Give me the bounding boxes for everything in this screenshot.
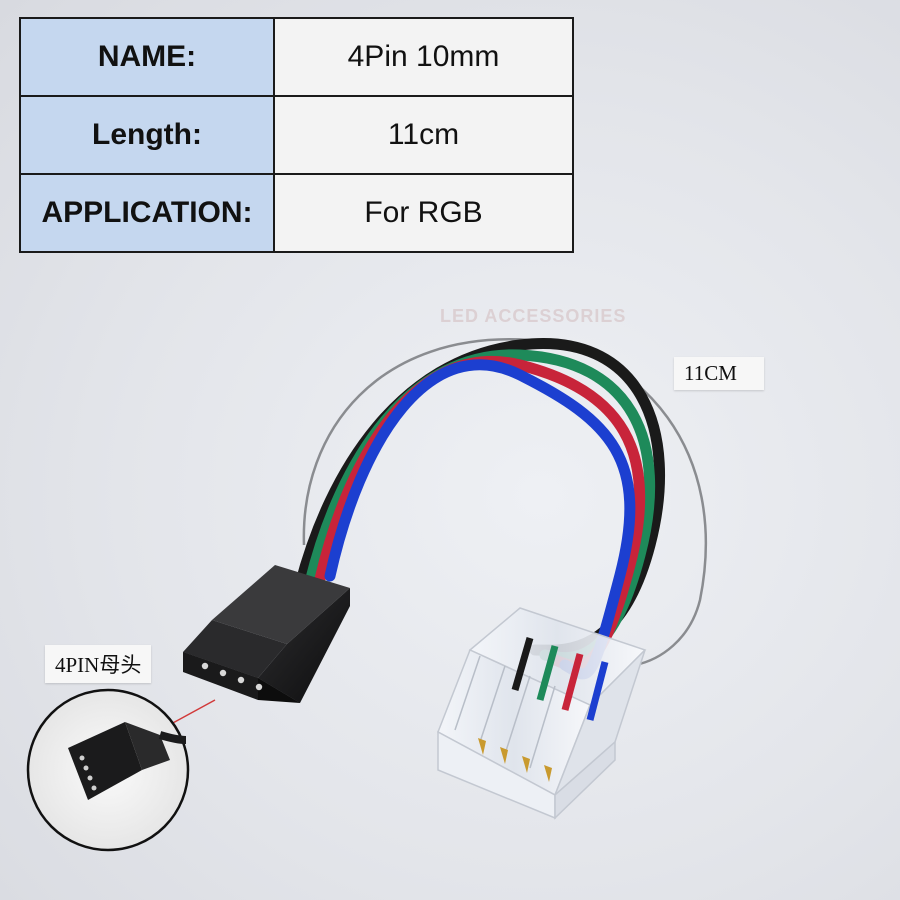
- rgb-wire-bundle: [294, 338, 666, 680]
- wire-3: [324, 359, 636, 680]
- spec-row-name: NAME: 4Pin 10mm: [19, 17, 574, 97]
- spec-row-application: APPLICATION: For RGB: [19, 173, 574, 253]
- spec-table: NAME: 4Pin 10mm Length: 11cm APPLICATION…: [19, 17, 574, 253]
- spec-label-name: NAME:: [19, 17, 275, 97]
- spec-row-length: Length: 11cm: [19, 95, 574, 175]
- clip-connector: [437, 607, 647, 820]
- watermark-text: LED ACCESSORIES: [440, 306, 627, 326]
- female-connector-plug: [183, 565, 350, 703]
- spec-label-length: Length:: [19, 95, 275, 175]
- length-label: 11CM: [674, 357, 764, 390]
- wire-2: [314, 355, 646, 672]
- spec-value-name: 4Pin 10mm: [273, 17, 574, 97]
- spec-label-application: APPLICATION:: [19, 173, 275, 253]
- spec-value-application: For RGB: [273, 173, 574, 253]
- pin-type-label: 4PIN母头: [45, 645, 152, 683]
- zoom-callout-circle: [26, 688, 190, 852]
- spec-value-length: 11cm: [273, 95, 574, 175]
